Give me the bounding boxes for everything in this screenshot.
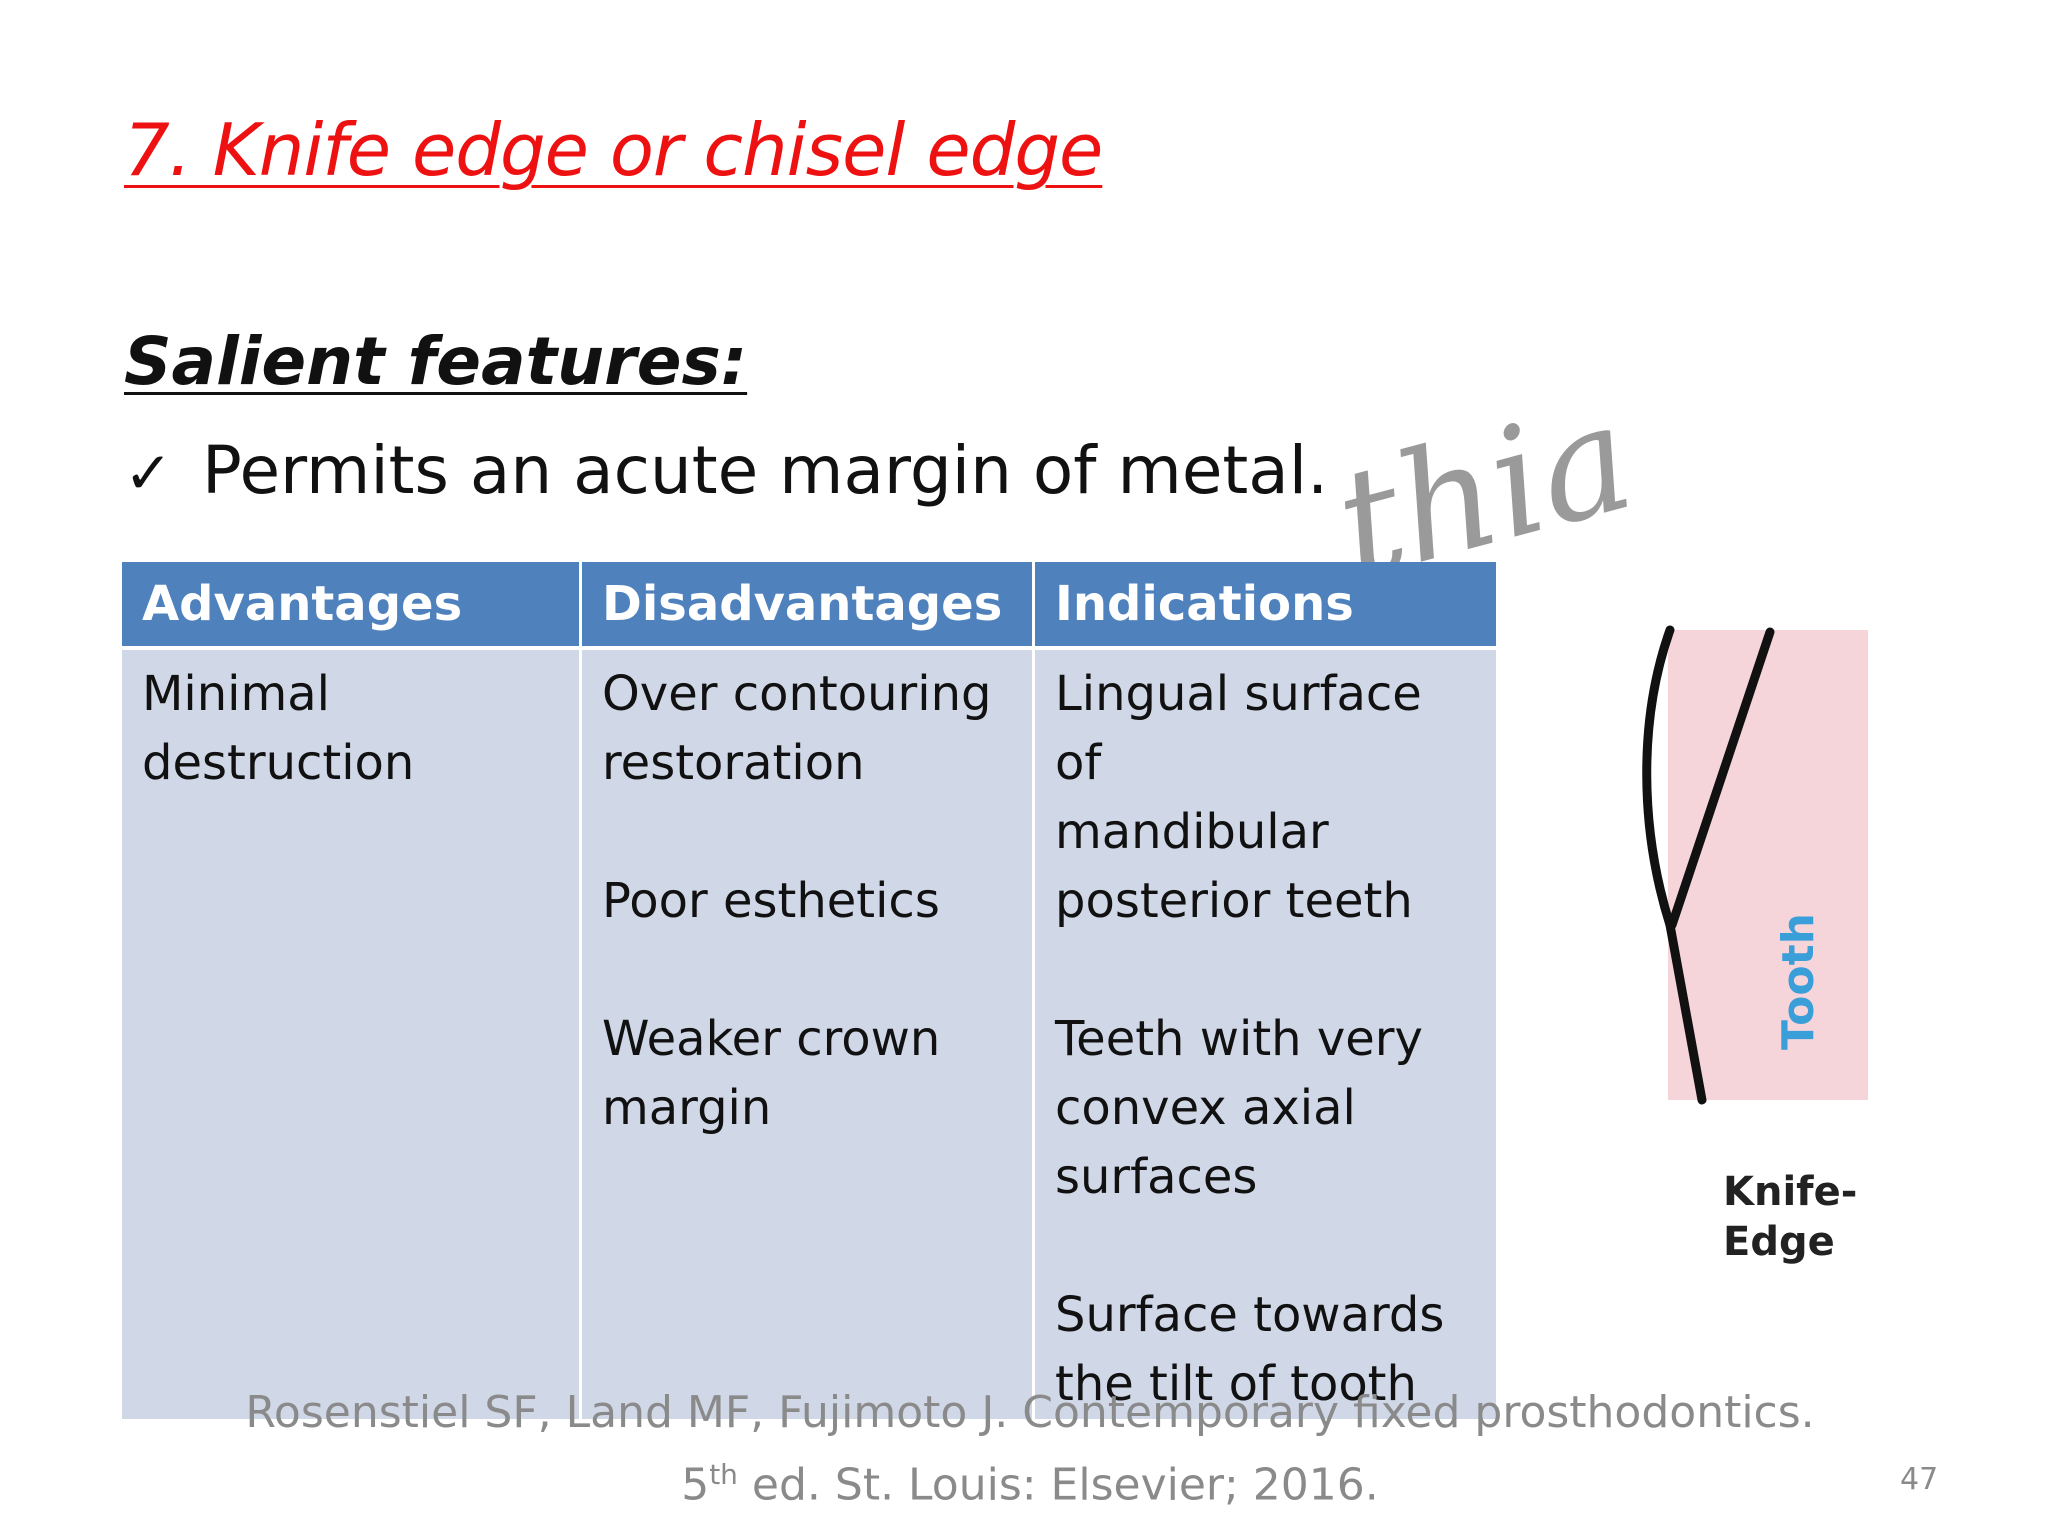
citation-publisher: ed. St. Louis: Elsevier; 2016. xyxy=(737,1459,1379,1511)
diagram-caption-line1: Knife- xyxy=(1723,1169,1857,1215)
citation: Rosenstiel SF, Land MF, Fujimoto J. Cont… xyxy=(180,1382,1880,1517)
header-indications: Indications xyxy=(1035,562,1496,646)
tooth-region xyxy=(1668,630,1868,1100)
citation-line1: Rosenstiel SF, Land MF, Fujimoto J. Cont… xyxy=(245,1387,1815,1438)
header-advantages: Advantages xyxy=(122,562,579,646)
citation-line2: 5th ed. St. Louis: Elsevier; 2016. xyxy=(180,1444,1880,1517)
bevel-line xyxy=(1667,627,1775,930)
cell-indications: Lingual surface of mandibular posterior … xyxy=(1035,650,1496,1419)
features-table: Advantages Disadvantages Indications Min… xyxy=(122,562,1496,1419)
cell-advantages: Minimal destruction xyxy=(122,650,579,1419)
bullet-point: ✓ Permits an acute margin of metal. xyxy=(124,432,1328,509)
slide-title: 7. Knife edge or chisel edge xyxy=(124,108,1103,192)
margin-curve-line xyxy=(1642,625,1675,930)
salient-features-heading: Salient features: xyxy=(124,323,748,400)
knife-edge-diagram: Tooth Knife- Edge xyxy=(1642,625,1868,1265)
citation-edition: 5 xyxy=(681,1459,710,1511)
header-disadvantages: Disadvantages xyxy=(582,562,1032,646)
crown-edge-line xyxy=(1665,920,1707,1105)
cell-disadvantages: Over contouring restoration Poor estheti… xyxy=(582,650,1032,1419)
page-number: 47 xyxy=(1900,1462,1939,1497)
checkmark-icon: ✓ xyxy=(124,439,173,507)
bullet-text: Permits an acute margin of metal. xyxy=(202,432,1329,509)
diagram-caption-line2: Edge xyxy=(1723,1219,1835,1265)
tooth-label: Tooth xyxy=(1773,913,1824,1050)
citation-edition-suffix: th xyxy=(709,1458,738,1491)
